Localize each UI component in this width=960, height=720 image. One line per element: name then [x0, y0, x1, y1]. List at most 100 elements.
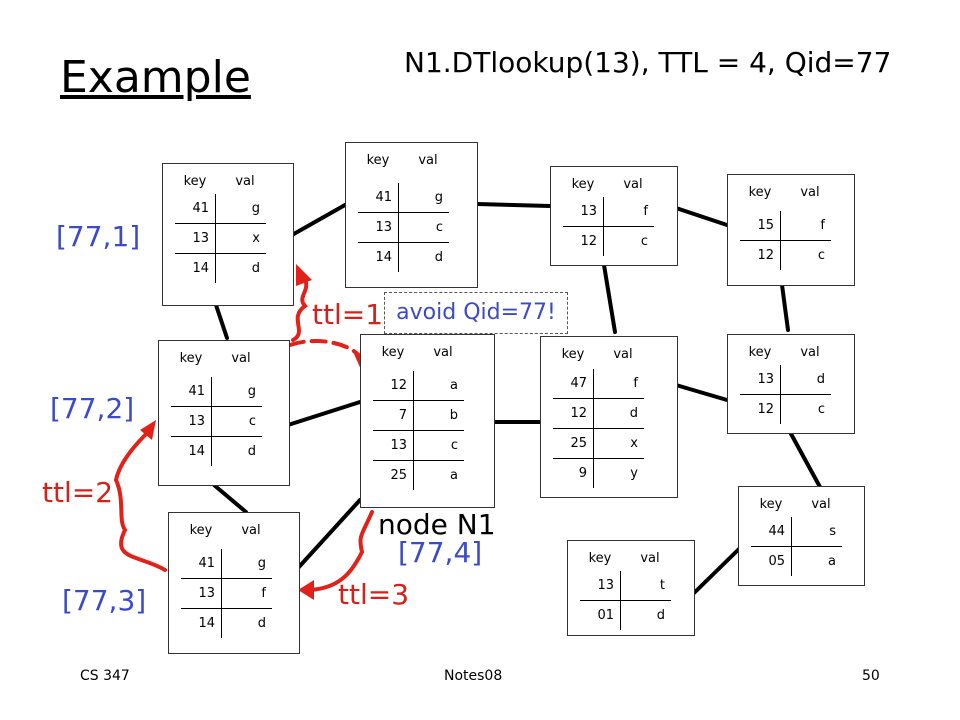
key-cell: 41	[358, 183, 399, 213]
key-cell: 01	[580, 600, 621, 630]
key-cell: 13	[563, 197, 604, 227]
val-cell: d	[593, 398, 644, 429]
ttl1-label: ttl=1	[312, 298, 384, 331]
key-cell: 12	[373, 371, 414, 401]
val-cell: f	[820, 218, 825, 233]
key-cell: 7	[373, 400, 414, 431]
val-cell: a	[450, 378, 458, 393]
val-cell: c	[398, 212, 449, 243]
ttl3-arrowhead	[298, 580, 314, 600]
edge	[290, 203, 347, 237]
val-cell: t	[659, 578, 665, 593]
val-cell: d	[620, 600, 671, 630]
val-header: val	[613, 347, 633, 362]
footer-page-number: 50	[862, 668, 880, 684]
lookup-subtitle: N1.DTlookup(13), TTL = 4, Qid=77	[404, 46, 892, 79]
key-cell: 47	[553, 369, 594, 399]
val-cell: f	[221, 578, 272, 609]
footer-notes: Notes08	[444, 668, 503, 684]
edge	[214, 303, 229, 340]
key-header: key	[381, 345, 405, 360]
key-header: key	[588, 551, 612, 566]
node-n1-label: node N1	[378, 508, 496, 541]
key-header: key	[748, 185, 772, 200]
query-label-77-2: [77,2]	[50, 392, 135, 425]
key-header: key	[748, 345, 772, 360]
val-cell: a	[413, 460, 464, 490]
key-cell: 14	[181, 608, 222, 638]
key-cell: 13	[373, 430, 414, 461]
val-cell: c	[413, 430, 464, 461]
val-header: val	[433, 345, 453, 360]
val-header: val	[241, 523, 261, 538]
edge	[674, 383, 729, 402]
val-cell: d	[215, 253, 266, 283]
ttl2-arrow	[113, 428, 167, 572]
key-cell: 41	[171, 377, 212, 407]
val-cell: x	[593, 428, 644, 459]
ttl3-label: ttl=3	[338, 578, 410, 611]
key-header: key	[561, 347, 585, 362]
slide-title: Example	[60, 52, 251, 103]
val-cell: y	[593, 458, 644, 488]
edge	[780, 283, 790, 332]
val-cell: c	[780, 240, 831, 270]
key-cell: 44	[751, 517, 792, 547]
key-cell: 13	[580, 571, 621, 601]
key-cell: 13	[171, 406, 212, 437]
ttl1-arrow-up	[291, 274, 309, 342]
key-header: key	[366, 153, 390, 168]
val-cell: d	[816, 372, 825, 387]
edge	[296, 498, 362, 570]
edge	[692, 546, 742, 595]
edge	[212, 483, 248, 514]
key-cell: 12	[740, 240, 781, 270]
val-cell: g	[251, 201, 260, 216]
val-cell: a	[791, 546, 842, 576]
ttl2-label: ttl=2	[42, 476, 114, 509]
val-cell: x	[215, 223, 266, 254]
key-cell: 12	[553, 398, 594, 429]
key-header: key	[183, 174, 207, 189]
footer-course: CS 347	[80, 668, 130, 684]
val-cell: f	[643, 204, 648, 219]
avoid-qid-note: avoid Qid=77!	[384, 292, 568, 334]
key-cell: 41	[175, 194, 216, 224]
val-cell: g	[247, 384, 256, 399]
key-cell: 14	[171, 436, 212, 466]
key-cell: 14	[358, 242, 399, 272]
key-header: key	[179, 351, 203, 366]
val-header: val	[640, 551, 660, 566]
key-cell: 13	[740, 365, 781, 395]
key-cell: 05	[751, 546, 792, 576]
val-header: val	[800, 345, 820, 360]
ttl3-arrow	[308, 510, 374, 592]
val-cell: d	[211, 436, 262, 466]
val-header: val	[623, 177, 643, 192]
edge	[788, 430, 822, 489]
val-header: val	[811, 497, 831, 512]
key-header: key	[189, 523, 213, 538]
val-cell: g	[434, 190, 443, 205]
query-label-77-1: [77,1]	[56, 220, 141, 253]
ttl1-dashed-arrow	[288, 338, 364, 362]
val-header: val	[231, 351, 251, 366]
